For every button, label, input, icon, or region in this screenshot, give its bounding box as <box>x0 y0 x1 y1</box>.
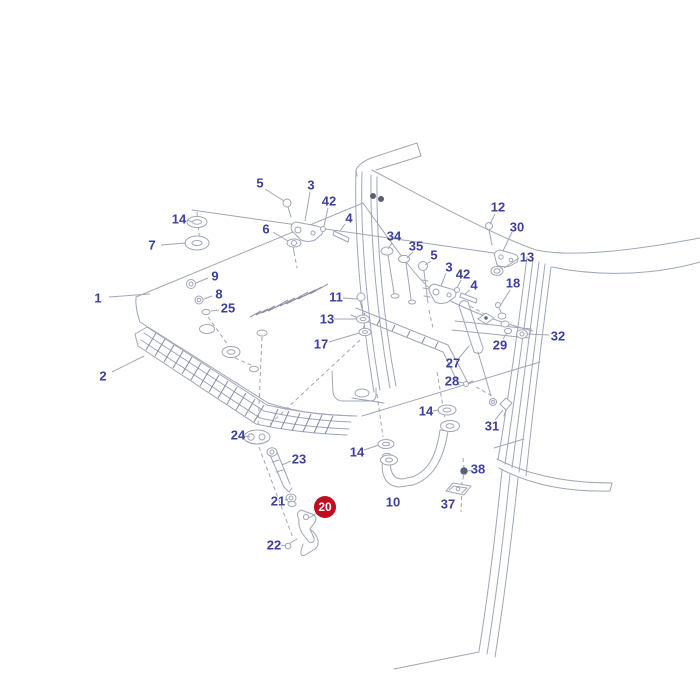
part-callout-3[interactable]: 3 <box>307 177 315 193</box>
part-callout-11[interactable]: 11 <box>329 289 343 305</box>
leader-line <box>425 261 431 265</box>
fastener-column-left <box>187 280 268 372</box>
leader-line <box>503 333 507 339</box>
leader-line <box>324 208 328 226</box>
pivot-bolt-icon <box>371 194 376 199</box>
leader-line <box>503 232 512 251</box>
hinge-assembly-right <box>419 262 478 304</box>
leader-line <box>196 278 208 283</box>
leader-line <box>388 243 392 249</box>
leader-lines <box>109 189 549 546</box>
part-callout-17[interactable]: 17 <box>313 336 329 352</box>
part-callout-30[interactable]: 30 <box>509 219 525 235</box>
leader-line <box>109 294 150 297</box>
leader-line <box>504 258 519 268</box>
leader-line <box>364 445 379 450</box>
leader-line <box>459 346 469 358</box>
hinge-assembly-left <box>283 199 349 252</box>
leader-line <box>433 410 439 411</box>
part-callout-18[interactable]: 18 <box>505 275 521 291</box>
front-grille-band <box>135 327 353 435</box>
leader-line <box>187 220 192 222</box>
part-callout-2[interactable]: 2 <box>99 368 107 384</box>
leader-line <box>265 189 284 201</box>
leader-line <box>528 334 549 335</box>
leader-line <box>329 333 359 342</box>
leader-line <box>407 252 413 258</box>
left-pillar <box>352 170 396 403</box>
part-callout-42[interactable]: 42 <box>321 193 337 209</box>
leader-line <box>285 499 288 500</box>
leader-line <box>273 232 288 241</box>
part-callout-13[interactable]: 13 <box>519 249 535 265</box>
pivot-bolt-icon <box>379 197 384 202</box>
leader-line <box>468 470 472 471</box>
part-callout-35[interactable]: 35 <box>408 238 424 254</box>
part-callout-1[interactable]: 1 <box>94 290 102 306</box>
leader-line <box>343 298 357 299</box>
part-callout-29[interactable]: 29 <box>492 337 508 353</box>
part-callout-21[interactable]: 21 <box>270 493 286 509</box>
part-callout-27[interactable]: 27 <box>445 355 461 371</box>
leader-line <box>459 382 464 383</box>
part-callout-8[interactable]: 8 <box>215 286 223 302</box>
leader-line <box>281 545 286 546</box>
part-callout-23[interactable]: 23 <box>291 451 307 467</box>
bolt-38-icon <box>461 468 467 474</box>
part-callout-12[interactable]: 12 <box>490 199 506 215</box>
part-callout-22[interactable]: 22 <box>266 537 282 553</box>
part-callout-31[interactable]: 31 <box>484 418 500 434</box>
part-callout-13[interactable]: 13 <box>319 311 335 327</box>
part-callout-6[interactable]: 6 <box>262 221 270 237</box>
leader-line <box>204 296 212 299</box>
part-callout-34[interactable]: 34 <box>386 228 402 244</box>
part-callout-20-highlighted[interactable]: 20 <box>314 496 336 518</box>
leader-line <box>495 410 503 420</box>
cab-frame <box>192 143 700 669</box>
leader-line <box>457 280 461 288</box>
gas-strut <box>459 301 528 416</box>
leader-line <box>211 310 219 311</box>
part-callout-4[interactable]: 4 <box>345 210 353 226</box>
hood-louvres <box>250 284 328 317</box>
leader-line <box>282 461 291 465</box>
part-callout-4[interactable]: 4 <box>470 277 478 293</box>
part-callout-25[interactable]: 25 <box>220 300 236 316</box>
part-callout-28[interactable]: 28 <box>444 373 460 389</box>
latch-assembly <box>244 430 318 556</box>
pads-7-14 <box>185 217 209 251</box>
part-callout-24[interactable]: 24 <box>230 427 246 443</box>
handle-assembly <box>378 405 460 487</box>
leader-line <box>441 273 446 286</box>
leader-line <box>490 214 495 224</box>
leader-line <box>305 192 310 221</box>
part-callout-14[interactable]: 14 <box>171 211 187 227</box>
part-callout-9[interactable]: 9 <box>211 268 219 284</box>
clamp-37-38 <box>446 468 471 495</box>
part-callout-10[interactable]: 10 <box>385 494 401 510</box>
part-callout-42[interactable]: 42 <box>455 266 471 282</box>
leader-line <box>465 290 470 294</box>
part-callout-7[interactable]: 7 <box>148 237 156 253</box>
leader-line <box>500 290 510 306</box>
part-callout-32[interactable]: 32 <box>550 328 566 344</box>
part-callout-38[interactable]: 38 <box>470 461 486 477</box>
leader-line <box>161 243 186 245</box>
part-callout-5[interactable]: 5 <box>256 175 264 191</box>
part-callout-14[interactable]: 14 <box>418 403 434 419</box>
leader-line <box>340 224 345 231</box>
pins-34-35 <box>381 247 416 304</box>
leader-line <box>112 356 144 372</box>
part-callout-37[interactable]: 37 <box>440 496 456 512</box>
part-callout-5[interactable]: 5 <box>430 247 438 263</box>
leader-line <box>245 436 250 437</box>
part-callout-14[interactable]: 14 <box>349 444 365 460</box>
fastener-column-center <box>357 293 372 336</box>
part-callout-3[interactable]: 3 <box>445 259 453 275</box>
